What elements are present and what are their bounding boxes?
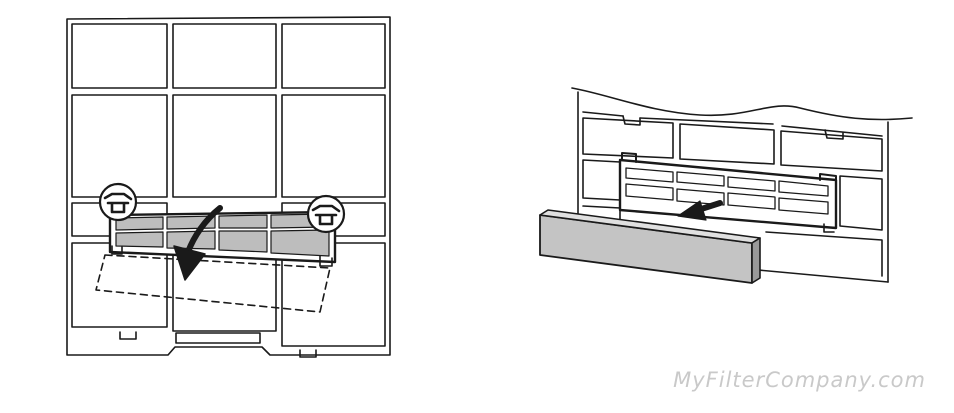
grid-cell — [582, 117, 674, 159]
small-filter-cells — [115, 213, 330, 257]
grid-cell — [281, 94, 386, 198]
main-filter-frame — [66, 16, 391, 356]
holder-cell — [625, 183, 674, 201]
holder-cell — [676, 188, 725, 206]
holder-foot-right — [823, 223, 835, 233]
holder-cell — [778, 197, 829, 215]
watermark-text: MyFilterCompany.com — [673, 368, 926, 392]
holder-cell — [727, 192, 776, 210]
grid-cell — [679, 123, 775, 165]
grid-cell — [172, 23, 277, 89]
left-clip-highlight — [98, 182, 138, 222]
small-filter-cell — [115, 216, 164, 231]
grid-cell — [582, 159, 621, 201]
holder-clip-left — [621, 152, 637, 163]
frame-bottom-tab-left — [119, 331, 137, 340]
pull-arrow-head — [677, 200, 707, 221]
grid-cell — [780, 130, 883, 172]
clip-icon — [103, 192, 133, 214]
grid-cell — [765, 231, 883, 277]
grid-cell — [839, 175, 883, 231]
grid-cell — [71, 23, 168, 89]
small-filter-cell — [270, 229, 330, 257]
holder-foot-left — [111, 245, 123, 255]
right-clip-highlight — [306, 194, 346, 234]
cutaway-wave-edge — [571, 87, 913, 121]
frame-bottom-slot — [175, 332, 261, 344]
grid-cell — [281, 23, 386, 89]
small-filter-cell — [218, 230, 268, 253]
small-filter-cell — [218, 214, 268, 229]
right-illustration — [539, 87, 913, 284]
holder-cells — [625, 167, 829, 215]
holder-foot-right — [319, 255, 333, 267]
rotation-arrow — [185, 205, 223, 255]
clip-icon — [311, 204, 341, 226]
lowered-position-outline — [95, 254, 331, 313]
removed-filter-side — [751, 237, 761, 284]
left-illustration — [66, 16, 391, 358]
holder-cell — [625, 167, 674, 183]
holder-clip-right — [819, 173, 837, 183]
rotation-arrow-head — [173, 245, 206, 281]
holder-cell — [727, 176, 776, 192]
grid-top-line — [582, 111, 883, 137]
cutaway-frame-bottom — [757, 269, 889, 283]
holder-cell — [676, 171, 725, 187]
grid-cell — [71, 94, 168, 198]
holder-cell — [778, 180, 829, 197]
small-filter-cell — [115, 231, 164, 248]
grid-cell — [172, 94, 277, 198]
frame-bottom-tab-right — [299, 349, 317, 358]
